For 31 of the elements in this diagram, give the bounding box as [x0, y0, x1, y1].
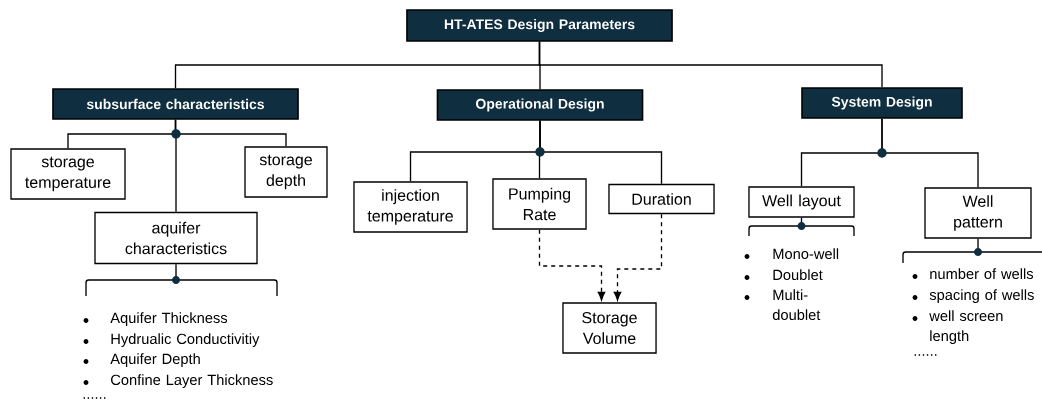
process-box: storage depth [244, 146, 328, 198]
process-box: aquifer characteristics [94, 211, 258, 265]
connector [174, 119, 177, 213]
process-box: Pumping Rate [492, 178, 587, 230]
list-item: number of wells [930, 268, 1034, 280]
heading-box: System Design [801, 87, 963, 119]
ellipsis: ...... [83, 397, 106, 399]
process-box: injection temperature [353, 181, 468, 233]
connector [538, 229, 606, 301]
connector [538, 41, 883, 88]
process-box: Duration [608, 183, 715, 215]
ellipsis: ...... [914, 354, 937, 356]
list-item: spacing of wells [929, 289, 1034, 303]
heading-box: subsurface characteristics [52, 88, 299, 120]
connector [613, 213, 663, 301]
list-item: Doublet [773, 269, 823, 281]
list-item: well screen length [929, 310, 1003, 344]
process-box: Well pattern [924, 187, 1032, 239]
process-box: Well layout [748, 186, 855, 218]
list-item: Aquifer Depth [110, 353, 200, 367]
heading-box: HT-ATES Design Parameters [406, 9, 673, 42]
list-item: Multi-doublet [772, 289, 821, 321]
connector [881, 118, 979, 188]
list-item: Hydrualic Conductivitiy [111, 333, 260, 347]
list-item: Confine Layer Thickness [111, 374, 273, 388]
heading-box: Operational Design [436, 89, 644, 121]
list-item: Aquifer Thickness [110, 312, 228, 326]
list-item: Mono-well [773, 248, 839, 260]
process-box: storage temperature [10, 148, 126, 200]
connector [539, 120, 663, 185]
process-box: Storage Volume [562, 302, 657, 354]
